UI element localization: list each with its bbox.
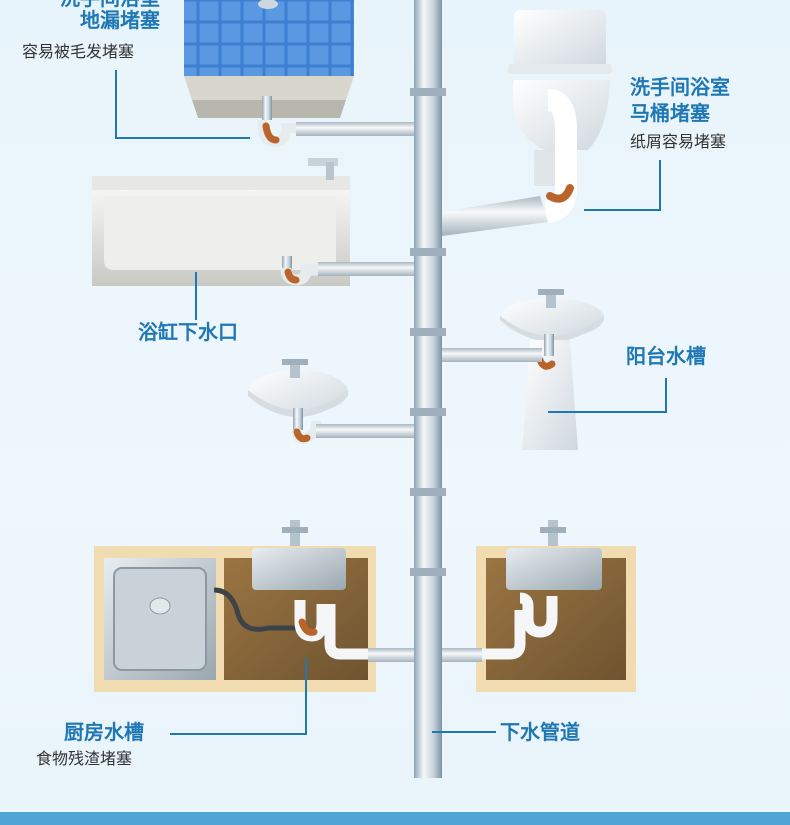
bottom-strip [0, 812, 790, 825]
pipe-joints [410, 88, 446, 576]
leader-lines [115, 70, 667, 735]
toilet-scene [442, 10, 612, 236]
floor-drain-note: 容易被毛发堵塞 [22, 42, 135, 61]
wash-basin-scene [248, 359, 414, 444]
kitchen-cabinet-scene [94, 520, 414, 692]
right-cabinet-scene [442, 520, 636, 692]
balcony-sink-title: 阳台水槽 [626, 344, 706, 368]
floor-drain-title-line2: 地漏堵塞 [80, 8, 160, 32]
bathtub-scene [92, 158, 414, 286]
floor-drain-title-line1: 洗手间浴室 [30, 0, 160, 10]
bathtub-title: 浴缸下水口 [138, 320, 238, 344]
main-pipe-title: 下水管道 [500, 720, 580, 744]
balcony-sink-scene [442, 289, 604, 450]
kitchen-sink-note: 食物残渣堵塞 [36, 749, 133, 768]
floor-drain-scene [184, 0, 414, 148]
toilet-title-line1: 洗手间浴室 [630, 75, 730, 99]
toilet-note: 纸屑容易堵塞 [630, 132, 727, 151]
toilet-title-line2: 马桶堵塞 [630, 101, 710, 125]
kitchen-sink-title: 厨房水槽 [64, 720, 144, 744]
main-drain-pipe [414, 0, 442, 778]
